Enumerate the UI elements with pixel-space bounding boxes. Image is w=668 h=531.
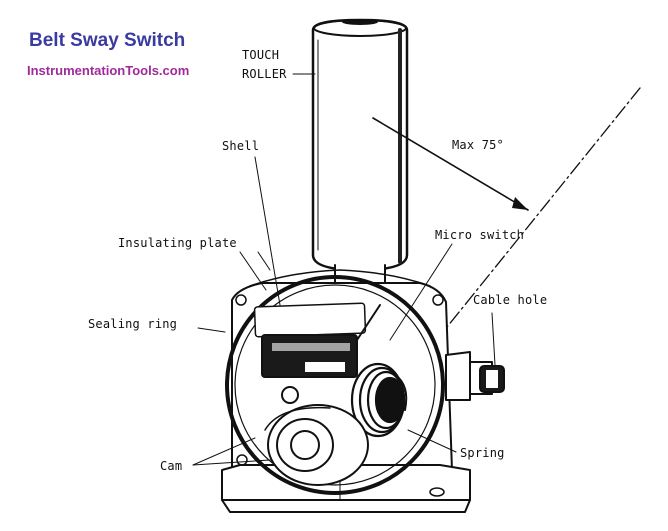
sealing-ring <box>225 275 445 495</box>
label-insulating-plate: Insulating plate <box>118 236 237 250</box>
label-cable-hole: Cable hole <box>473 293 548 307</box>
cam-assembly <box>264 404 369 486</box>
max-angle-arrow <box>372 117 529 211</box>
label-spring: Spring <box>460 446 505 460</box>
shell-inner <box>234 284 436 486</box>
leader-lines <box>192 73 496 466</box>
insulating-plate <box>253 302 367 338</box>
label-max-angle: Max 75° <box>452 138 504 152</box>
spring-coils <box>350 362 408 438</box>
touch-roller <box>311 18 409 272</box>
micro-switch-body <box>261 304 381 404</box>
cable-gland <box>445 351 505 401</box>
diagram-title: Belt Sway Switch <box>29 30 186 51</box>
label-shell: Shell <box>222 139 260 153</box>
label-micro-switch: Micro switch <box>435 228 525 242</box>
label-sealing-ring: Sealing ring <box>88 317 178 331</box>
label-cam: Cam <box>160 459 183 473</box>
label-touch: TOUCH <box>242 48 280 62</box>
label-roller: ROLLER <box>242 67 287 81</box>
site-watermark: InstrumentationTools.com <box>27 63 190 78</box>
